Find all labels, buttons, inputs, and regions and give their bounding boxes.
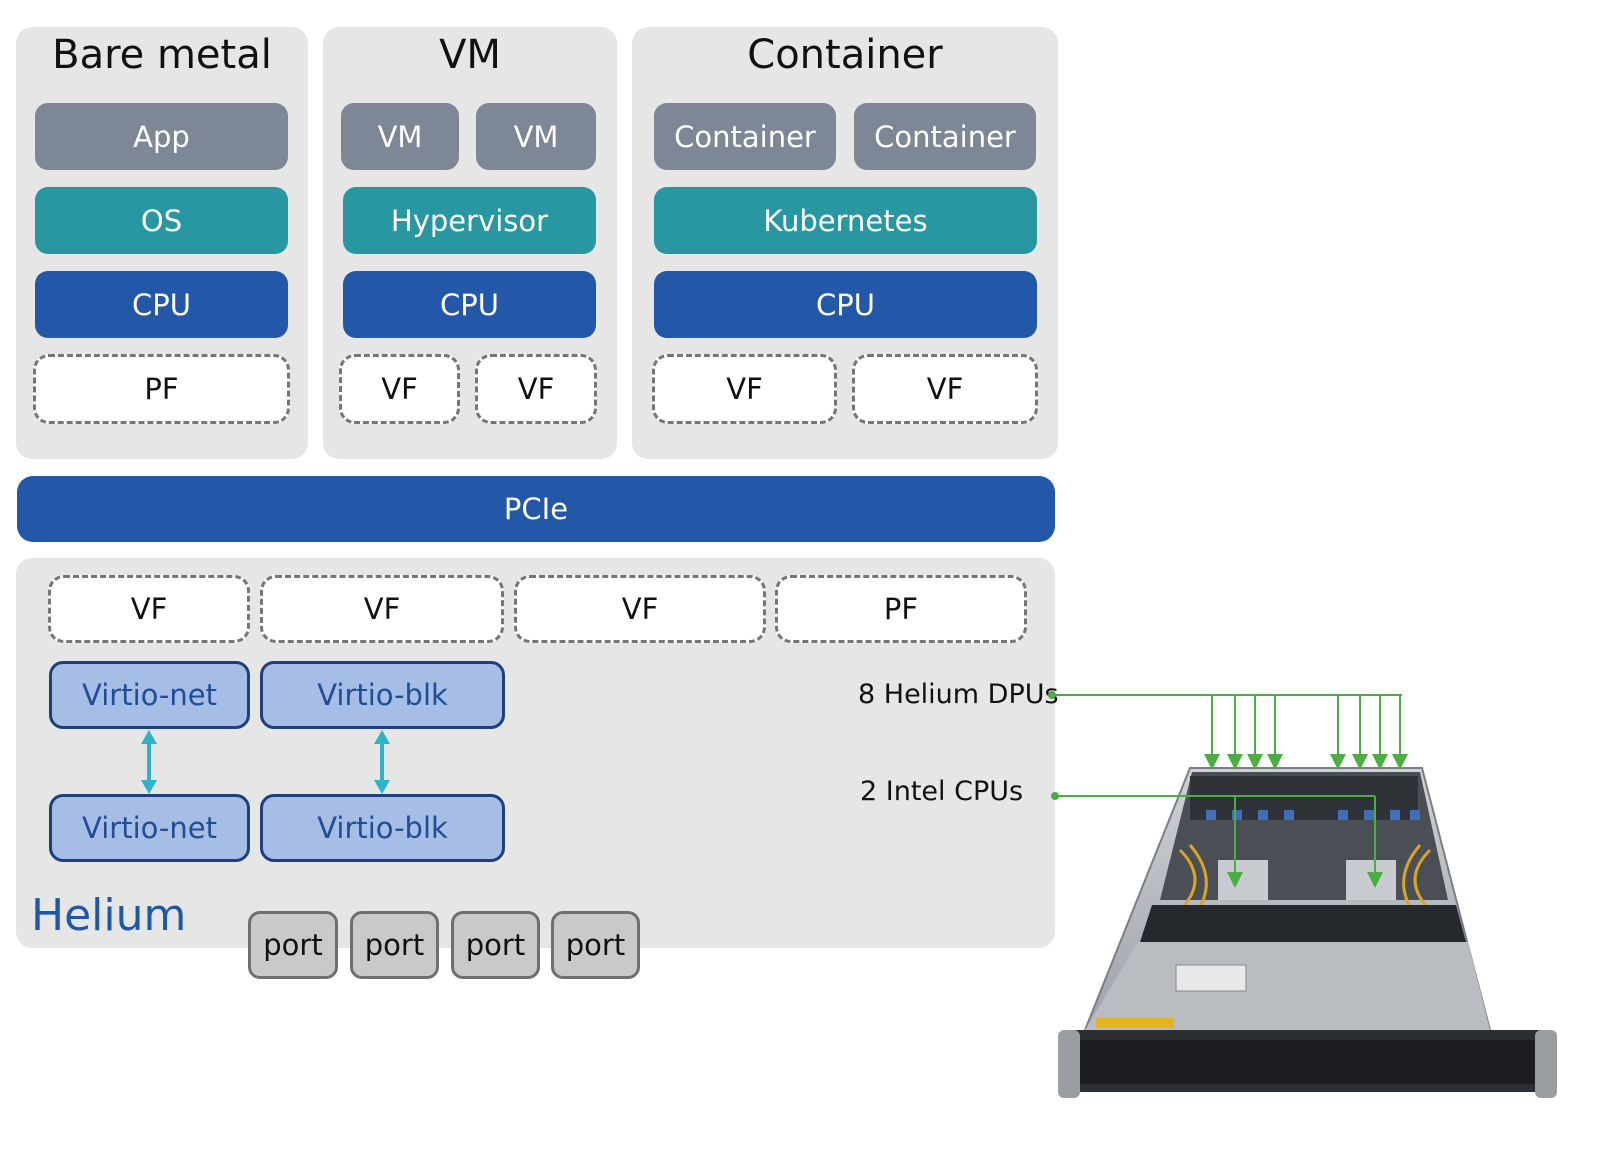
pf-box: PF <box>33 354 290 424</box>
virtio-blk-frontend: Virtio-blk <box>260 661 505 729</box>
cpu-layer: CPU <box>654 271 1037 338</box>
port-1: port <box>248 911 338 979</box>
cpu-layer: CPU <box>343 271 596 338</box>
cpu-callout-lines <box>1051 792 1383 888</box>
server-photo <box>1058 767 1557 1098</box>
vf-box: VF <box>852 354 1038 424</box>
helium-label: Helium <box>31 890 187 941</box>
cpu-layer: CPU <box>35 271 288 338</box>
bare-metal-title: Bare metal <box>52 32 272 78</box>
virtio-net-link-arrow <box>141 730 157 794</box>
dpu-callout-label: 8 Helium DPUs <box>858 679 1059 710</box>
vf-box: VF <box>339 354 460 424</box>
container-box: Container <box>654 103 836 170</box>
virtio-blk-link-arrow <box>374 730 390 794</box>
vm-title: VM <box>439 32 501 78</box>
port-4: port <box>551 911 640 979</box>
helium-vf-box: VF <box>260 575 504 643</box>
helium-vf-box: VF <box>514 575 766 643</box>
vf-box: VF <box>475 354 597 424</box>
helium-pf-box: PF <box>775 575 1027 643</box>
virtio-net-backend: Virtio-net <box>49 794 250 862</box>
helium-vf-box: VF <box>48 575 250 643</box>
app-layer: App <box>35 103 288 170</box>
container-box: Container <box>854 103 1036 170</box>
virtio-blk-backend: Virtio-blk <box>260 794 505 862</box>
container-title: Container <box>747 32 943 78</box>
cpu-callout-label: 2 Intel CPUs <box>860 776 1024 807</box>
port-3: port <box>451 911 540 979</box>
os-layer: OS <box>35 187 288 254</box>
hypervisor-layer: Hypervisor <box>343 187 596 254</box>
kubernetes-layer: Kubernetes <box>654 187 1037 254</box>
pcie-bus: PCIe <box>17 476 1055 542</box>
port-2: port <box>350 911 439 979</box>
vm-box: VM <box>476 103 596 170</box>
vm-box: VM <box>341 103 459 170</box>
vf-box: VF <box>652 354 837 424</box>
dpu-callout-lines <box>1048 691 1408 770</box>
virtio-net-frontend: Virtio-net <box>49 661 250 729</box>
